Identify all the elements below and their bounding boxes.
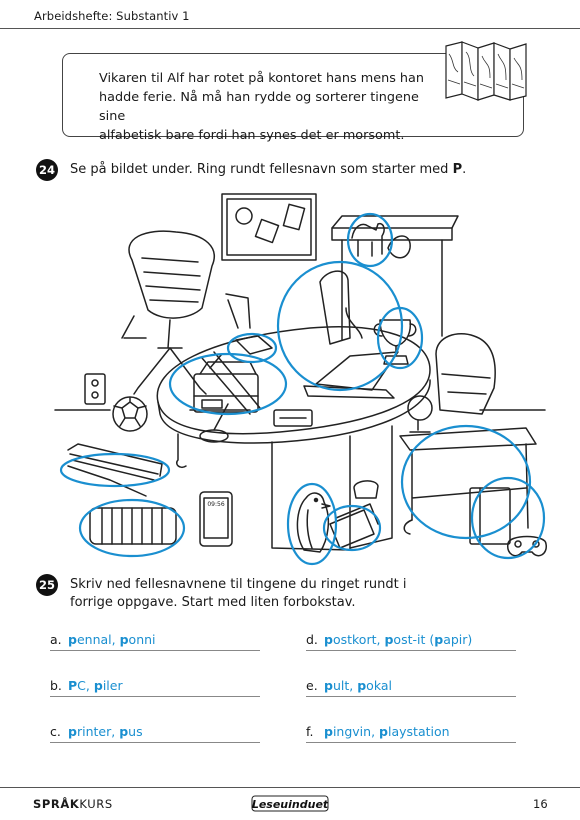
answer-b[interactable]: b. PC, piler [50, 678, 260, 697]
answer-d-letter: d. [306, 632, 318, 647]
footer-brand-rest: KURS [79, 797, 113, 811]
task-24-letter: P [452, 162, 463, 177]
answer-d[interactable]: d. postkort, post-it (papir) [306, 632, 516, 651]
intro-line-3: alfabetisk bare fordi han synes det er m… [99, 128, 405, 143]
intro-box: Vikaren til Alf har rotet på kontoret ha… [62, 53, 524, 143]
task-24-end: . [462, 162, 467, 177]
answer-e-value: pult, pokal [324, 678, 392, 693]
task-24-text: Se på bildet under. Ring rundt fellesnav… [70, 162, 453, 177]
answer-c-value: printer, pus [68, 724, 143, 739]
footer-brand: SPRÅKKURS [33, 797, 113, 811]
task-25-instruction: Skriv ned fellesnavnene til tingene du r… [70, 576, 407, 612]
office-illustration: 09:56 [54, 193, 547, 566]
answer-a-value: pennal, ponni [68, 632, 156, 647]
answer-a[interactable]: a. pennal, ponni [50, 632, 260, 651]
intro-text: Vikaren til Alf har rotet på kontoret ha… [99, 69, 439, 145]
answer-f[interactable]: f. pingvin, playstation [306, 724, 516, 743]
answer-b-letter: b. [50, 678, 62, 693]
task-24-instruction: Se på bildet under. Ring rundt fellesnav… [70, 161, 466, 179]
header-divider [0, 28, 580, 29]
intro-line-1: Vikaren til Alf har rotet på kontoret ha… [99, 71, 424, 86]
answer-a-letter: a. [50, 632, 62, 647]
answer-c-letter: c. [50, 724, 61, 739]
folded-map-icon [445, 41, 527, 101]
answer-e[interactable]: e. pult, pokal [306, 678, 516, 697]
footer-divider [0, 787, 580, 788]
page-number: 16 [533, 797, 548, 811]
logo-text: Leseuinduet [252, 798, 329, 811]
footer-brand-bold: SPRÅK [33, 797, 80, 811]
task-25-line-1: Skriv ned fellesnavnene til tingene du r… [70, 577, 407, 592]
answer-c[interactable]: c. printer, pus [50, 724, 260, 743]
task-25-number: 25 [36, 574, 58, 596]
intro-line-2: hadde ferie. Nå må han rydde og sorterer… [99, 90, 419, 124]
answer-f-letter: f. [306, 724, 314, 739]
answer-b-value: PC, piler [68, 678, 123, 693]
task-25-line-2: forrige oppgave. Start med liten forboks… [70, 595, 356, 610]
lesevinduet-logo: Leseuinduet [251, 795, 329, 812]
tablet-time: 09:56 [207, 501, 224, 508]
answer-d-value: postkort, post-it (papir) [324, 632, 473, 647]
page-header-title: Arbeidshefte: Substantiv 1 [34, 9, 190, 23]
answer-f-value: pingvin, playstation [324, 724, 450, 739]
answer-e-letter: e. [306, 678, 318, 693]
task-24-number: 24 [36, 159, 58, 181]
